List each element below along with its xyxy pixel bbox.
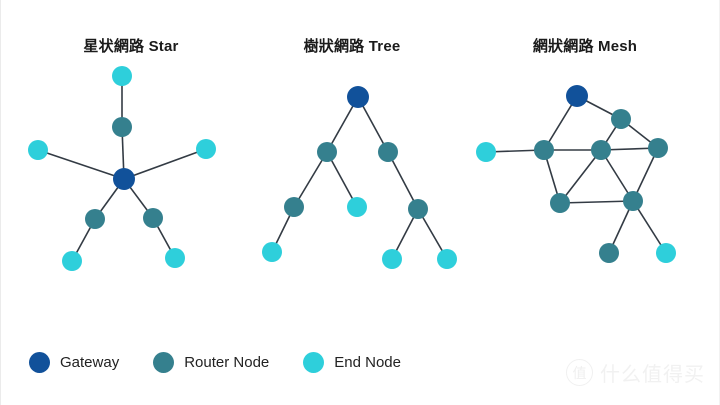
edges-tree (271, 96, 448, 260)
edge-router-left-to-end-mid (326, 151, 358, 208)
nodes-mesh (476, 85, 676, 263)
legend: Gateway Router Node End Node (29, 352, 401, 373)
node-star-end-right[interactable] (196, 139, 216, 159)
node-tree-router-l-leaf[interactable] (284, 197, 304, 217)
legend-swatch-router-icon (153, 352, 175, 373)
legend-item-end: End Node (303, 352, 401, 373)
panel-title-star: 星状網路 Star (83, 38, 179, 55)
node-star-router-top[interactable] (112, 117, 132, 137)
node-star-router-br[interactable] (143, 208, 163, 228)
topology-tree (262, 86, 457, 269)
edge-router-right-to-router-r-leaf (387, 151, 419, 210)
node-mesh-end-bottom-r[interactable] (656, 243, 676, 263)
edge-router-low-l-to-router-low-r (559, 200, 634, 204)
node-tree-gateway[interactable] (347, 86, 369, 108)
edge-router-left-to-router-l-leaf (293, 151, 328, 208)
watermark-text: 什么值得买 (600, 364, 705, 386)
panel-title-mesh: 網狀網路 Mesh (532, 38, 638, 55)
node-mesh-router-upper-r[interactable] (611, 109, 631, 129)
node-tree-end-mid[interactable] (347, 197, 367, 217)
node-tree-router-r-leaf[interactable] (408, 199, 428, 219)
legend-item-router: Router Node (153, 352, 269, 373)
legend-label-router: Router Node (184, 354, 270, 371)
node-tree-end-right-1[interactable] (382, 249, 402, 269)
edge-router-center-to-router-low-r (600, 149, 634, 202)
node-star-end-bottom-r[interactable] (165, 248, 185, 268)
nodes-star (28, 66, 216, 271)
edge-gateway-to-end-left (37, 149, 125, 180)
node-star-router-bl[interactable] (85, 209, 105, 229)
node-tree-router-right[interactable] (378, 142, 398, 162)
edge-gateway-to-end-right (123, 148, 207, 180)
node-star-gateway[interactable] (113, 168, 135, 190)
watermark-badge-icon: 值 (566, 359, 593, 386)
node-mesh-router-left[interactable] (534, 140, 554, 160)
edges-mesh (485, 95, 667, 254)
topology-mesh (476, 85, 676, 263)
legend-swatch-end-icon (303, 352, 325, 373)
legend-item-gateway: Gateway (29, 352, 119, 373)
node-mesh-end-left[interactable] (476, 142, 496, 162)
node-star-end-top[interactable] (112, 66, 132, 86)
legend-label-gateway: Gateway (60, 354, 120, 371)
node-mesh-router-low-l[interactable] (550, 193, 570, 213)
legend-label-end: End Node (334, 354, 401, 371)
node-mesh-router-bottom[interactable] (599, 243, 619, 263)
node-star-end-left[interactable] (28, 140, 48, 160)
node-tree-end-far-left[interactable] (262, 242, 282, 262)
nodes-tree (262, 86, 457, 269)
watermark: 值 什么值得买 (566, 358, 705, 387)
node-star-end-bottom-l[interactable] (62, 251, 82, 271)
node-mesh-gateway[interactable] (566, 85, 588, 107)
legend-swatch-gateway-icon (29, 352, 50, 373)
topology-star (28, 66, 216, 271)
node-mesh-router-low-r[interactable] (623, 191, 643, 211)
edge-router-center-to-router-low-l (559, 149, 602, 204)
edge-router-low-r-to-end-bottom-r (632, 200, 667, 254)
node-mesh-router-right[interactable] (648, 138, 668, 158)
node-tree-router-left[interactable] (317, 142, 337, 162)
node-tree-end-right-2[interactable] (437, 249, 457, 269)
node-mesh-router-center[interactable] (591, 140, 611, 160)
panel-title-tree: 樹狀網路 Tree (303, 38, 401, 55)
